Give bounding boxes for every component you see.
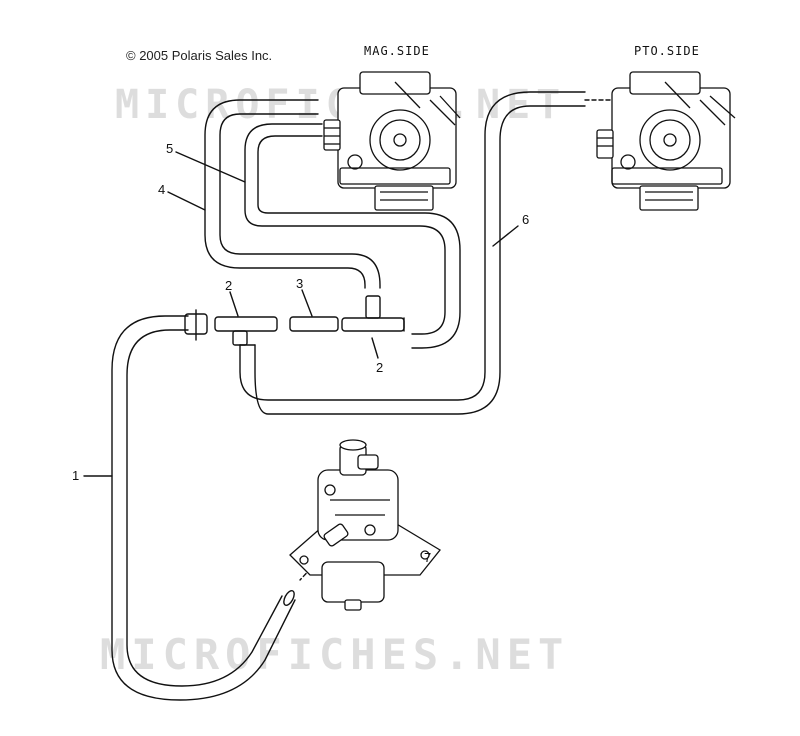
carburetor-mag [323,71,461,211]
hose-4 [204,99,366,289]
fuel-pump [289,439,441,611]
carburetor-pto [596,71,736,211]
copyright-text: © 2005 Polaris Sales Inc. [126,48,273,63]
callout-1: 1 [72,468,80,483]
hose-3 [289,316,339,332]
hose-1 [111,315,296,701]
callout-2-left: 2 [225,278,233,293]
pto-side-label: PTO.SIDE [634,44,700,58]
callout-2-right: 2 [376,360,384,375]
callout-3: 3 [296,276,304,291]
mag-side-label: MAG.SIDE [364,44,430,58]
callout-6: 6 [522,212,530,227]
hose-6 [239,91,586,401]
tee-left [214,316,278,332]
callout-5: 5 [166,141,174,156]
callout-4: 4 [158,182,166,197]
hose-5 [244,123,446,335]
watermark-bottom: MICROFICHES.NET [100,630,570,679]
callout-7: 7 [424,550,432,565]
tee-right [341,317,405,332]
